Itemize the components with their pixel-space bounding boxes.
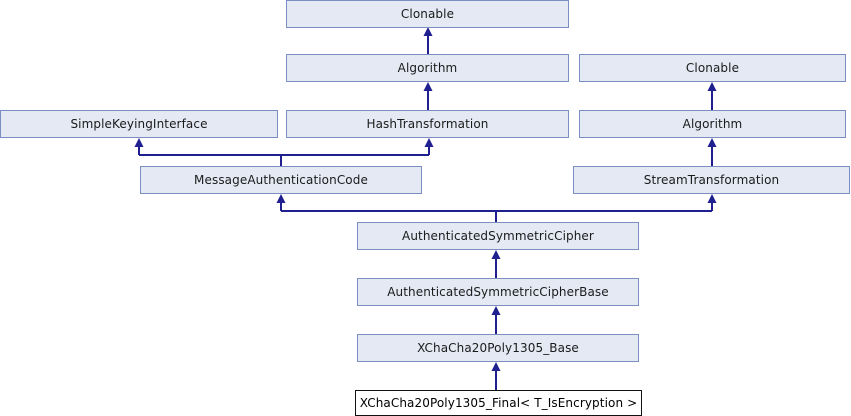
class-node-label: AuthenticatedSymmetricCipherBase [387,284,609,299]
edge-algorithm-to-clonable [423,27,433,54]
class-node-label: Algorithm [682,116,743,131]
class-node-label: Clonable [400,6,455,21]
class-node-streamtransformation[interactable]: StreamTransformation [573,166,850,194]
edge-authsymcipher-to-parents [276,194,717,222]
class-node-simplekeyinginterface[interactable]: SimpleKeyingInterface [0,110,278,138]
class-node-label: Clonable [685,60,740,75]
class-node-algorithm-right[interactable]: Algorithm [579,110,846,138]
class-node-label: HashTransformation [366,116,489,131]
class-node-label: Algorithm [397,60,458,75]
edge-xchachabase-to-authsymcipherbase [491,306,501,334]
edge-algorithm-right-to-clonable-right [707,82,717,110]
edge-hashtransformation-to-algorithm [423,82,433,110]
edge-streamtransformation-to-algorithm-right [707,138,717,166]
class-node-xchacha20poly1305-base[interactable]: XChaCha20Poly1305_Base [357,334,639,362]
class-node-algorithm-center[interactable]: Algorithm [286,54,569,82]
class-node-xchacha20poly1305-final[interactable]: XChaCha20Poly1305_Final< T_IsEncryption … [355,390,642,416]
class-node-label: SimpleKeyingInterface [70,116,208,131]
class-node-label: XChaCha20Poly1305_Base [417,340,579,355]
class-node-label: MessageAuthenticationCode [194,172,368,187]
class-node-authenticatedsymmetriccipherbase[interactable]: AuthenticatedSymmetricCipherBase [357,278,639,306]
class-node-authenticatedsymmetriccipher[interactable]: AuthenticatedSymmetricCipher [357,222,639,250]
edge-mac-to-parents [134,138,434,166]
class-node-clonable-top[interactable]: Clonable [286,0,569,28]
class-node-hashtransformation[interactable]: HashTransformation [286,110,569,138]
class-node-messageauthenticationcode[interactable]: MessageAuthenticationCode [140,166,422,194]
edge-xchachafinal-to-xchachabase [491,362,501,390]
class-node-clonable-right[interactable]: Clonable [579,54,846,82]
class-node-label: StreamTransformation [643,172,780,187]
class-node-label: AuthenticatedSymmetricCipher [402,228,594,243]
edge-authsymcipherbase-to-authsymcipher [491,250,501,278]
class-node-label: XChaCha20Poly1305_Final< T_IsEncryption … [359,395,638,410]
